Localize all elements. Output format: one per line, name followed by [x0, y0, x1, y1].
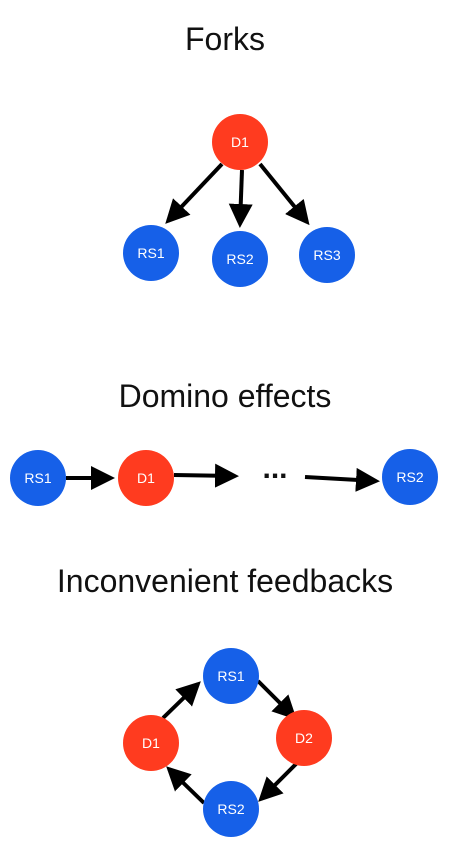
ellipsis: ... [262, 452, 287, 485]
node-rs2-circle [203, 781, 259, 837]
node-rs1: RS1 [123, 225, 179, 281]
domino-title: Domino effects [119, 378, 332, 414]
edge-rs1-d2 [256, 679, 297, 720]
node-rs2: RS2 [212, 231, 268, 287]
domino-section: Domino effects ... RS1 D1 RS2 [10, 378, 438, 506]
node-rs2-label: RS2 [396, 469, 423, 485]
edge-d1-rs1 [165, 162, 224, 224]
edge-rs2-d1 [166, 766, 206, 805]
node-d1-label: D1 [142, 735, 160, 751]
node-rs3: RS3 [299, 227, 355, 283]
node-rs2: RS2 [203, 781, 259, 837]
node-d2-circle [276, 710, 332, 766]
node-rs2-circle [212, 231, 268, 287]
node-rs2-circle [382, 449, 438, 505]
node-rs1: RS1 [203, 648, 259, 704]
edge-d2-rs2 [258, 761, 299, 802]
forks-section: Forks D1 RS1 RS2 RS3 [123, 21, 355, 287]
node-d1-circle [212, 114, 268, 170]
node-rs1-circle [203, 648, 259, 704]
node-d1: D1 [118, 450, 174, 506]
node-rs1: RS1 [10, 450, 66, 506]
node-d1: D1 [123, 715, 179, 771]
node-rs1-label: RS1 [217, 668, 244, 684]
node-rs3-label: RS3 [313, 247, 340, 263]
node-rs2-label: RS2 [217, 801, 244, 817]
feedback-title: Inconvenient feedbacks [57, 563, 393, 599]
node-d2-label: D2 [295, 730, 313, 746]
node-d1-circle [123, 715, 179, 771]
node-rs1-circle [10, 450, 66, 506]
node-rs3-circle [299, 227, 355, 283]
node-rs2: RS2 [382, 449, 438, 505]
node-rs1-label: RS1 [24, 470, 51, 486]
node-d1-circle [118, 450, 174, 506]
forks-title: Forks [185, 21, 265, 57]
node-rs2-label: RS2 [226, 251, 253, 267]
edge-d1-ellipsis [173, 463, 239, 488]
node-d1-label: D1 [231, 134, 249, 150]
node-rs1-circle [123, 225, 179, 281]
feedback-section: Inconvenient feedbacks RS1 D2 RS2 D1 [57, 563, 393, 837]
node-d1-label: D1 [137, 470, 155, 486]
node-d1: D1 [212, 114, 268, 170]
edge-ellipsis-rs2 [304, 467, 380, 492]
node-rs1-label: RS1 [137, 245, 164, 261]
node-d2: D2 [276, 710, 332, 766]
edge-d1-rs1 [161, 681, 201, 720]
edge-d1-rs3 [258, 162, 310, 226]
edge-d1-rs2 [228, 169, 253, 228]
